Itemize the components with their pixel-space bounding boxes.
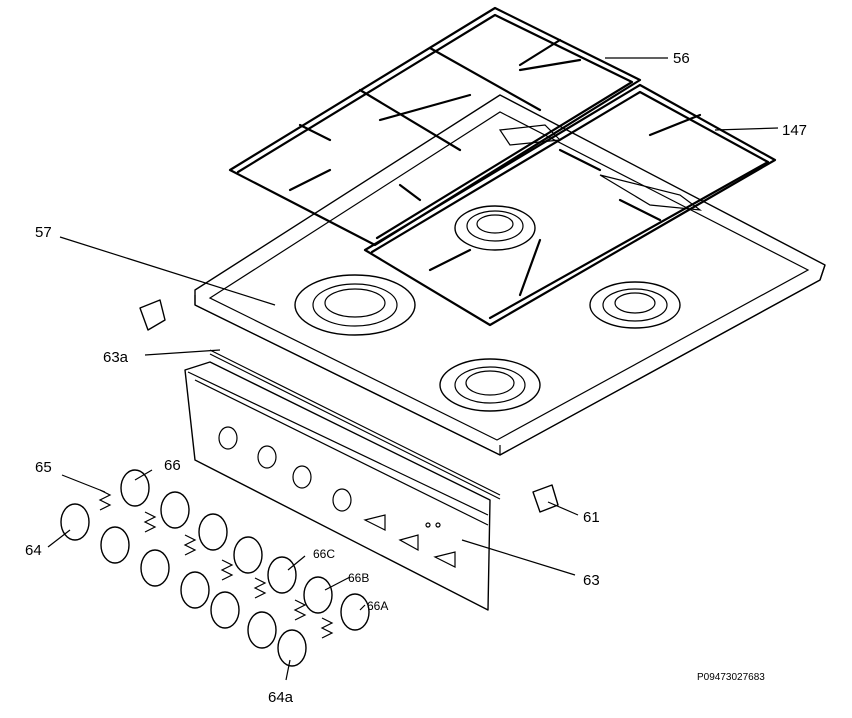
label-64a: 64a	[268, 689, 294, 706]
pan-support-56	[228, 6, 642, 247]
label-63: 63	[583, 572, 600, 589]
side-clip-left	[139, 299, 166, 331]
burner-right	[589, 281, 681, 329]
leader-lines	[47, 57, 779, 681]
label-66A: 66A	[367, 599, 388, 613]
control-panel	[184, 361, 491, 611]
label-66: 66	[164, 457, 181, 474]
label-66B: 66B	[348, 571, 369, 585]
label-147: 147	[782, 122, 807, 139]
label-64: 64	[25, 542, 42, 559]
burner-front-center	[439, 358, 541, 412]
label-56: 56	[673, 50, 690, 67]
burner-left-rear	[294, 274, 416, 336]
reference-code: P09473027683	[697, 672, 765, 683]
label-65: 65	[35, 459, 52, 476]
knob-set	[60, 469, 370, 667]
label-61: 61	[583, 509, 600, 526]
side-clip-61	[532, 484, 559, 513]
trim-strip-63a	[209, 349, 501, 500]
hob-top-plate	[194, 94, 826, 456]
label-66C: 66C	[313, 547, 335, 561]
label-63a: 63a	[103, 349, 129, 366]
label-57: 57	[35, 224, 52, 241]
pan-support-147	[363, 83, 777, 327]
burner-center-rear	[454, 205, 536, 251]
